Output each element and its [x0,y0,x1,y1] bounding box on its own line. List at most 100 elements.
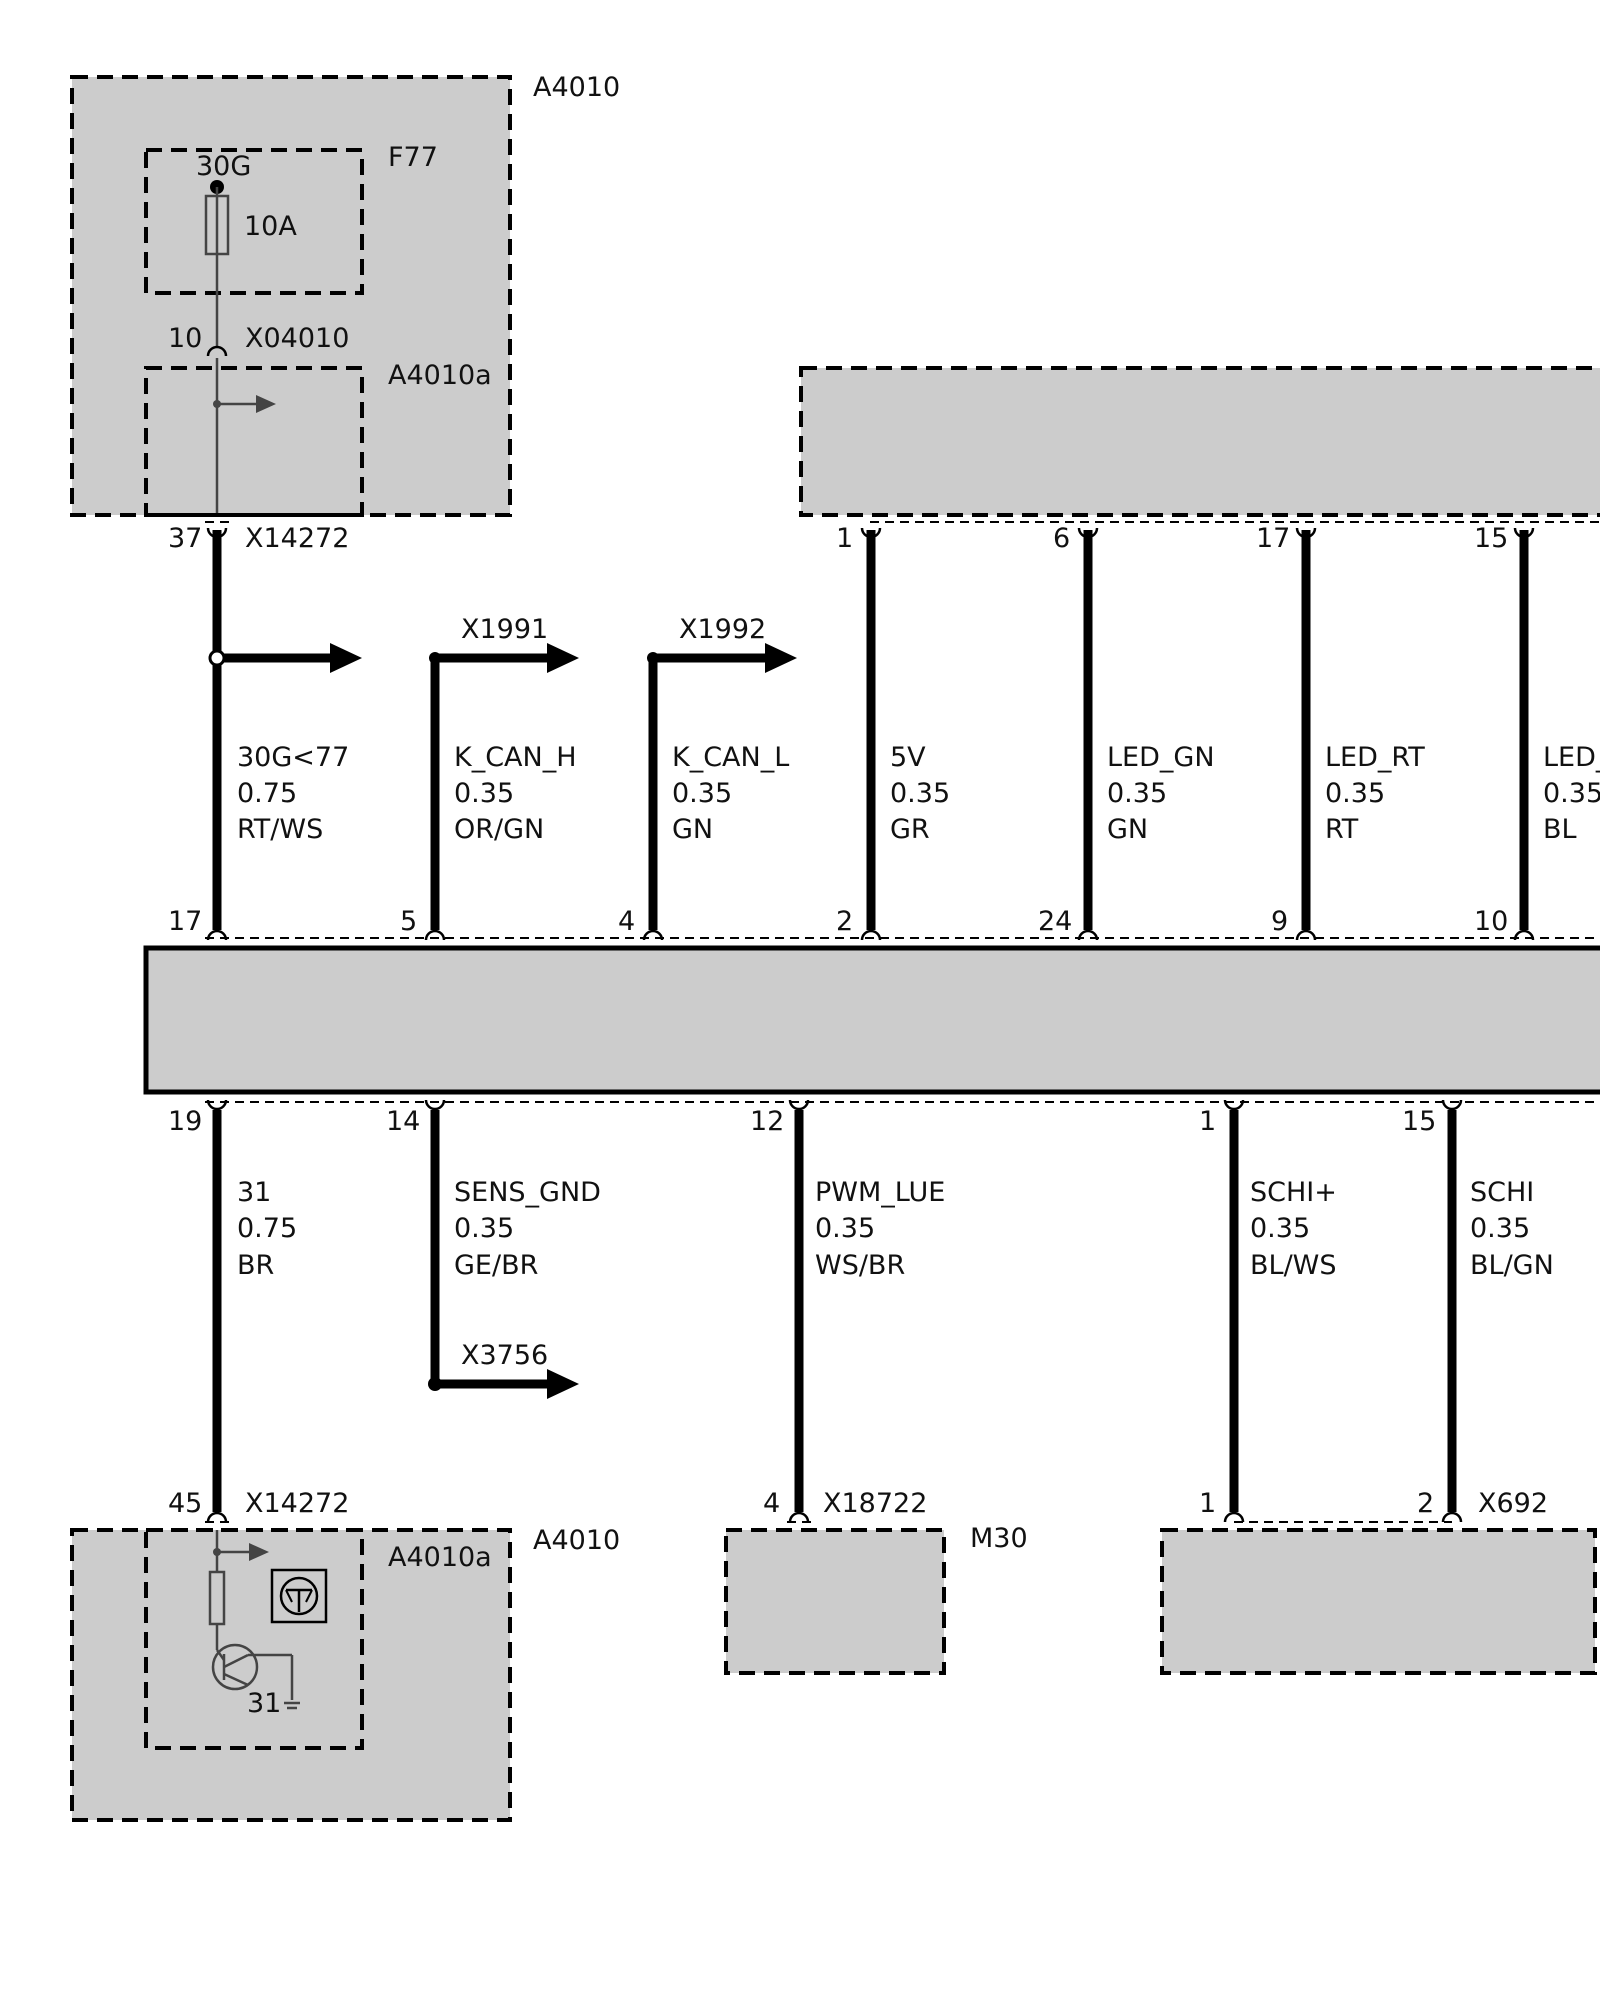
connector-pin-icon [1441,1099,1463,1111]
pin-label-central: 2 [836,906,853,937]
module-a4010-top-label: A4010 [533,72,620,103]
sub-module-a4010a-top-label: A4010a [388,360,492,391]
pin-label-central: 10 [1474,906,1508,937]
pin-label-central-bottom: 1 [1199,1106,1216,1137]
wire-sens-gnd: 14 SENS_GND 0.35 GE/BR X3756 [386,1099,601,1399]
branch-label-x1992: X1992 [679,614,766,645]
pin-label-central: 4 [618,906,635,937]
pin-label-central: 5 [400,906,417,937]
upper-right-module [799,366,1600,523]
wire-5v: 1 5V 0.35 GR 2 [836,523,950,941]
upper-right-module-box [799,366,1600,517]
connector-pin-icon [1077,929,1099,941]
pin-label-37: 37 [168,523,202,554]
connector-pin-icon [424,929,446,941]
wire-signal: 30G<77 [237,742,349,773]
junction-dot-icon [208,649,226,667]
pin-label-right-module: 2 [1417,1488,1434,1519]
wire-color: BR [237,1250,274,1281]
pin-label-m30: 4 [763,1488,780,1519]
wire-signal: 5V [890,742,926,773]
connector-pin-icon [1513,929,1535,941]
pin-label-upper: 17 [1256,523,1290,554]
module-a4010-top: A4010 F77 30G 10A 10 X04010 A4010a [70,72,620,517]
connector-pin-icon [642,929,664,941]
pin-label-45: 45 [168,1488,202,1519]
connector-pin-icon [1077,527,1099,539]
wire-size: 0.75 [237,778,297,809]
wire-signal: LED_ [1543,742,1600,773]
connector-pin-icon [206,1511,228,1523]
connector-pin-icon [860,527,882,539]
internal-connector-label: X04010 [245,323,349,354]
branch-arrow-icon [330,643,362,673]
connector-x692: X692 [1478,1488,1548,1519]
ground-icon [284,1701,300,1710]
pin-label-central-bottom: 12 [750,1106,784,1137]
bottom-right-module [1160,1521,1597,1675]
module-m30: M30 [724,1521,1028,1675]
wire-color: GN [672,814,713,845]
sub-module-a4010a-bottom [144,1528,364,1750]
fuse-label: F77 [388,142,438,173]
module-a4010-bottom-label: A4010 [533,1525,620,1556]
connector-x14272-top: X14272 [245,523,349,554]
wire-color: GE/BR [454,1250,538,1281]
wire-color: GR [890,814,930,845]
wire-signal: SCHI [1470,1177,1534,1208]
wire-signal: K_CAN_H [454,742,577,773]
transistor-icon [211,1643,294,1700]
bottom-right-module-box [1160,1528,1597,1675]
wire-size: 0.35 [815,1213,875,1244]
connector-pin-icon [788,1099,810,1111]
connector-pin-icon [1223,1099,1245,1111]
pin-label-central: 9 [1271,906,1288,937]
wire-size: 0.35 [1470,1213,1530,1244]
wire-k-can-h: X1991 K_CAN_H 0.35 OR/GN 5 [400,614,579,941]
central-module [143,937,1600,1103]
fuse-rating-label: 10A [244,211,297,242]
wire-size: 0.35 [454,1213,514,1244]
wire-led-gn: 6 LED_GN 0.35 GN 24 [1038,523,1215,941]
connector-pin-icon [860,929,882,941]
wire-signal: LED_RT [1325,742,1425,773]
pin-label-upper: 15 [1474,523,1508,554]
connector-pin-icon [788,1511,810,1523]
connector-pin-icon [1513,527,1535,539]
connector-pin-icon [206,345,228,357]
wire-size: 0.35 [1250,1213,1310,1244]
connector-pin-icon [206,929,228,941]
pin-label-central: 17 [168,906,202,937]
wire-signal: PWM_LUE [815,1177,945,1208]
module-m30-box [724,1528,946,1675]
wire-color: RT [1325,814,1359,845]
wire-pwm-lue: 12 PWM_LUE 0.35 WS/BR 4 X18722 [750,1099,945,1523]
wire-color: WS/BR [815,1250,905,1281]
connector-x18722: X18722 [823,1488,927,1519]
wire-schi-plus: 1 SCHI+ 0.35 BL/WS 1 [1199,1099,1337,1523]
central-module-box [143,945,1600,1095]
module-a4010-bottom: A4010 A4010a 31 [70,1521,620,1822]
wire-color: OR/GN [454,814,544,845]
branch-arrow-icon [547,1369,579,1399]
wire-size: 0.35 [454,778,514,809]
pin-label-central: 24 [1038,906,1072,937]
connector-pin-icon [1295,527,1317,539]
connector-pin-icon [1295,929,1317,941]
wire-signal: LED_GN [1107,742,1215,773]
wire-color: GN [1107,814,1148,845]
branch-arrow-icon [256,395,276,413]
wire-size: 0.35 [890,778,950,809]
wire-size: 0.75 [237,1213,297,1244]
fuse-terminal-label: 30G [196,151,251,182]
branch-arrow-icon [765,643,797,673]
wire-color: BL/GN [1470,1250,1554,1281]
wire-led-bl: 15 LED_ 0.35 BL 10 [1474,523,1600,941]
wire-color: BL [1543,814,1577,845]
wire-color: RT/WS [237,814,323,845]
branch-label-x1991: X1991 [461,614,548,645]
pin-label-central-bottom: 14 [386,1106,420,1137]
branch-arrow-icon [547,643,579,673]
wire-size: 0.35 [1107,778,1167,809]
